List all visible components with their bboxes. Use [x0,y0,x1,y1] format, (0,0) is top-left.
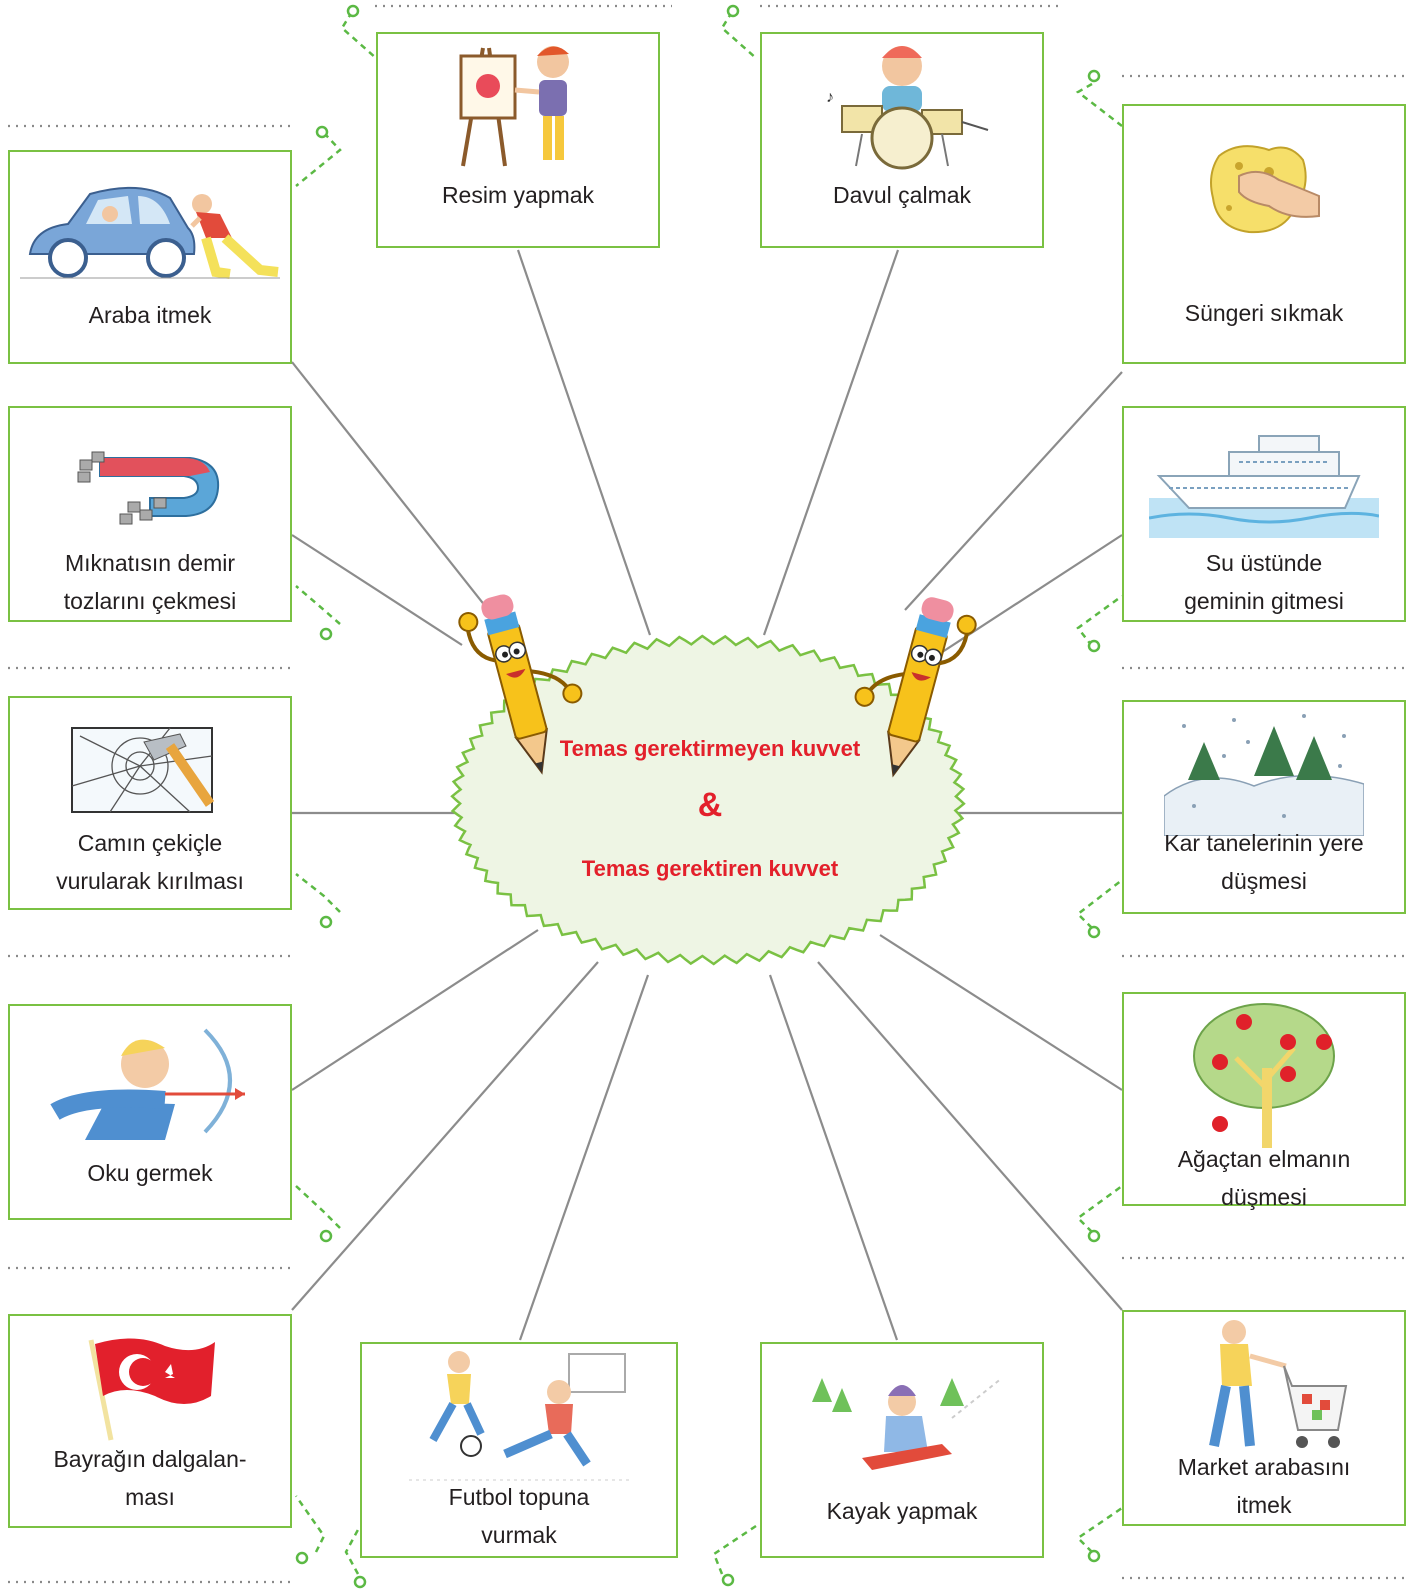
snowy-trees-icon [1164,714,1364,836]
card-label: Davul çalmak [832,182,972,208]
pencil-mascot-left-icon [458,594,583,775]
card-label: Resim yapmak [441,182,595,208]
hook-rings [295,4,1101,1589]
card-sunger: Süngeri sıkmak [1122,104,1406,364]
shopping-cart-icon [1209,1320,1348,1448]
hammer-glass-icon [71,727,215,813]
center-title-2: Temas gerektiren kuvvet [581,856,839,881]
drummer-icon: ♪ [826,46,989,170]
apple-tree-icon [1193,1003,1335,1148]
painting-child-icon [459,46,569,167]
center-title-1: Temas gerektirmeyen kuvvet [559,736,861,761]
sledding-child-icon [812,1377,1002,1470]
card-label: Araba itmek [88,302,212,328]
center-bubble [450,634,966,966]
card-resim: Resim yapmak [376,32,660,248]
pencil-mascot-right-icon [854,597,977,778]
answer-dotted-lines [8,4,1410,1584]
card-kayak: Kayak yapmak [760,1342,1044,1558]
football-players-icon [409,1351,629,1481]
dashed-hooks [294,11,1123,1575]
turkish-flag-icon [88,1338,215,1441]
card-ok: Oku germek [8,1004,292,1220]
magnet-icon [77,451,220,525]
card-bayrak: Bayrağın dalgalan-ması [8,1314,292,1528]
sponge-hand-icon [1210,145,1320,234]
pushing-car-icon [20,186,280,279]
card-label: Bayrağın dalgalan-ması [53,1446,247,1510]
archer-icon [50,1028,245,1140]
connector-lines [291,249,1123,1341]
card-label: Kayak yapmak [826,1498,978,1524]
svg-text:♪: ♪ [826,89,834,106]
card-davul: ♪ Davul çalmak [760,32,1044,248]
center-ampersand: & [697,786,723,824]
card-label: Oku germek [87,1160,213,1186]
card-araba: Araba itmek [8,150,292,364]
card-label: Süngeri sıkmak [1184,300,1344,326]
ship-icon [1149,435,1379,538]
